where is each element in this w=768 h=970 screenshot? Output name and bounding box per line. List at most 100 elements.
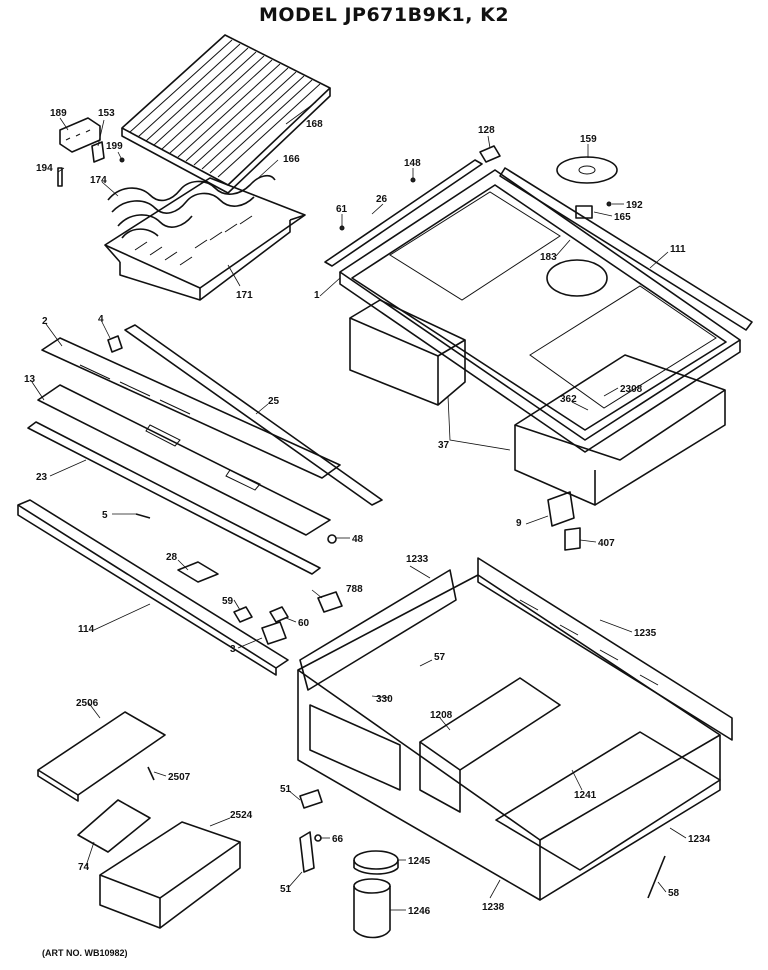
center-box: [419, 677, 561, 813]
jar-lid: [353, 850, 399, 870]
callout-1241: 1241: [574, 790, 597, 801]
callout-168: 168: [306, 119, 323, 130]
callout-174: 174: [90, 175, 107, 186]
jar-lid-side: [353, 860, 399, 875]
electronic-module: [77, 799, 151, 853]
right-rail: [495, 731, 721, 871]
callout-5: 5: [102, 510, 108, 521]
clip-407: [564, 527, 581, 551]
callout-2524: 2524: [230, 810, 253, 821]
corner-clip: [479, 145, 501, 163]
heating-element: [107, 174, 276, 239]
page-title: MODEL JP671B9K1, K2: [258, 4, 510, 26]
burner-box-right: [514, 354, 726, 506]
callout-37: 37: [438, 440, 450, 451]
callout-2507: 2507: [168, 772, 191, 783]
callout-111: 111: [670, 244, 686, 255]
callout-166: 166: [283, 154, 300, 165]
lower-trim-strip: [27, 421, 321, 575]
switch-3: [261, 621, 287, 645]
panel-trim-strip: [124, 324, 383, 506]
burner-cap-center: [578, 165, 596, 175]
callout-58-rod: 58: [668, 888, 680, 899]
switch-59: [233, 606, 253, 623]
drip-pan: [104, 177, 306, 301]
callout-48: 48: [352, 534, 364, 545]
switch-60: [269, 606, 289, 623]
screw-5: [135, 513, 151, 519]
callout-9: 9: [516, 518, 522, 529]
callout-66: 66: [332, 834, 344, 845]
callout-3: 3: [230, 644, 236, 655]
grill-grate: [121, 34, 331, 194]
callout-194: 194: [36, 163, 53, 174]
right-trim-strip: [499, 167, 753, 331]
callout-2308: 2308: [620, 384, 643, 395]
callout-189: 189: [50, 108, 67, 119]
jar: [353, 878, 391, 939]
callout-74: 74: [78, 862, 90, 873]
switch-28: [177, 561, 219, 583]
callout-2506: 2506: [76, 698, 99, 709]
rear-panel: [477, 557, 733, 741]
callout-2: 2: [42, 316, 48, 327]
callout-1233: 1233: [406, 554, 429, 565]
callout-171: 171: [236, 290, 253, 301]
knob: [107, 335, 123, 353]
callout-23: 23: [36, 472, 48, 483]
callout-165: 165: [614, 212, 631, 223]
screw-61: [339, 225, 345, 231]
switch-788: [317, 591, 343, 613]
callout-192: 192: [626, 200, 643, 211]
cooktop-main-top: [339, 169, 741, 453]
callout-1245: 1245: [408, 856, 431, 867]
module-box: [99, 821, 241, 929]
callout-4: 4: [98, 314, 104, 325]
callout-330: 330: [376, 694, 393, 705]
callout-59: 59: [222, 596, 234, 607]
screw-148: [410, 177, 416, 183]
callout-159: 159: [580, 134, 597, 145]
callout-labels: 189 153 168 199 194 174 166 171 128 159 …: [24, 108, 711, 917]
screw-192: [606, 201, 612, 207]
callout-1238: 1238: [482, 902, 505, 913]
inner-divider: [309, 704, 401, 791]
control-panel: [37, 384, 331, 536]
screw-2507: [147, 766, 155, 781]
module-plate: [37, 711, 166, 802]
callout-25: 25: [268, 396, 280, 407]
callout-1: 1: [314, 290, 320, 301]
burner-head: [575, 205, 593, 219]
callout-114: 114: [78, 624, 95, 635]
nut-48: [327, 534, 337, 544]
callout-61: 61: [336, 204, 348, 215]
burner-cap: [556, 156, 618, 184]
art-number: (ART NO. WB10982): [42, 948, 128, 958]
selector-block: [59, 117, 101, 153]
callout-183: 183: [540, 252, 557, 263]
callout-13: 13: [24, 374, 36, 385]
callout-128: 128: [478, 125, 495, 136]
control-panel-overlay: [41, 337, 341, 479]
callout-51-bottom: 51: [280, 884, 292, 895]
left-divider: [299, 569, 457, 691]
callout-60: 60: [298, 618, 310, 629]
left-trim-strip: [324, 159, 483, 267]
callout-153: 153: [98, 108, 115, 119]
callout-362: 362: [560, 394, 577, 405]
panel-back: [17, 499, 289, 676]
callout-788: 788: [346, 584, 363, 595]
callout-26: 26: [376, 194, 388, 205]
callout-1208: 1208: [430, 710, 453, 721]
callout-1234: 1234: [688, 834, 711, 845]
callout-57: 57: [434, 652, 446, 663]
callout-199: 199: [106, 141, 123, 152]
callout-28: 28: [166, 552, 178, 563]
burner-box-left: [349, 299, 466, 406]
leader-lines: [31, 101, 687, 911]
rod-58: [647, 855, 666, 899]
callout-1235: 1235: [634, 628, 657, 639]
callout-148: 148: [404, 158, 421, 169]
side-bracket: [547, 491, 575, 527]
